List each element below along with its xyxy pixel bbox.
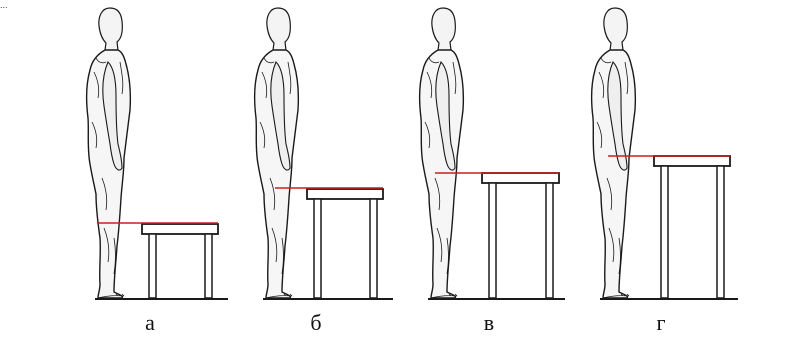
panel-b <box>253 7 393 300</box>
table <box>653 155 731 299</box>
panel-v <box>418 7 565 300</box>
table <box>481 172 560 299</box>
corner-mark: ... <box>0 0 8 10</box>
panel-label-a: а <box>145 310 155 335</box>
table <box>306 188 384 299</box>
person-figure <box>85 7 132 299</box>
panel-a <box>85 7 228 300</box>
person-figure <box>253 7 300 299</box>
panel-label-v: в <box>483 310 495 335</box>
panel-label-b: б <box>310 310 322 335</box>
person-figure <box>590 7 637 299</box>
panel-g <box>590 7 738 300</box>
person-figure <box>418 7 465 299</box>
table <box>141 223 219 299</box>
panel-label-g: г <box>656 310 666 335</box>
